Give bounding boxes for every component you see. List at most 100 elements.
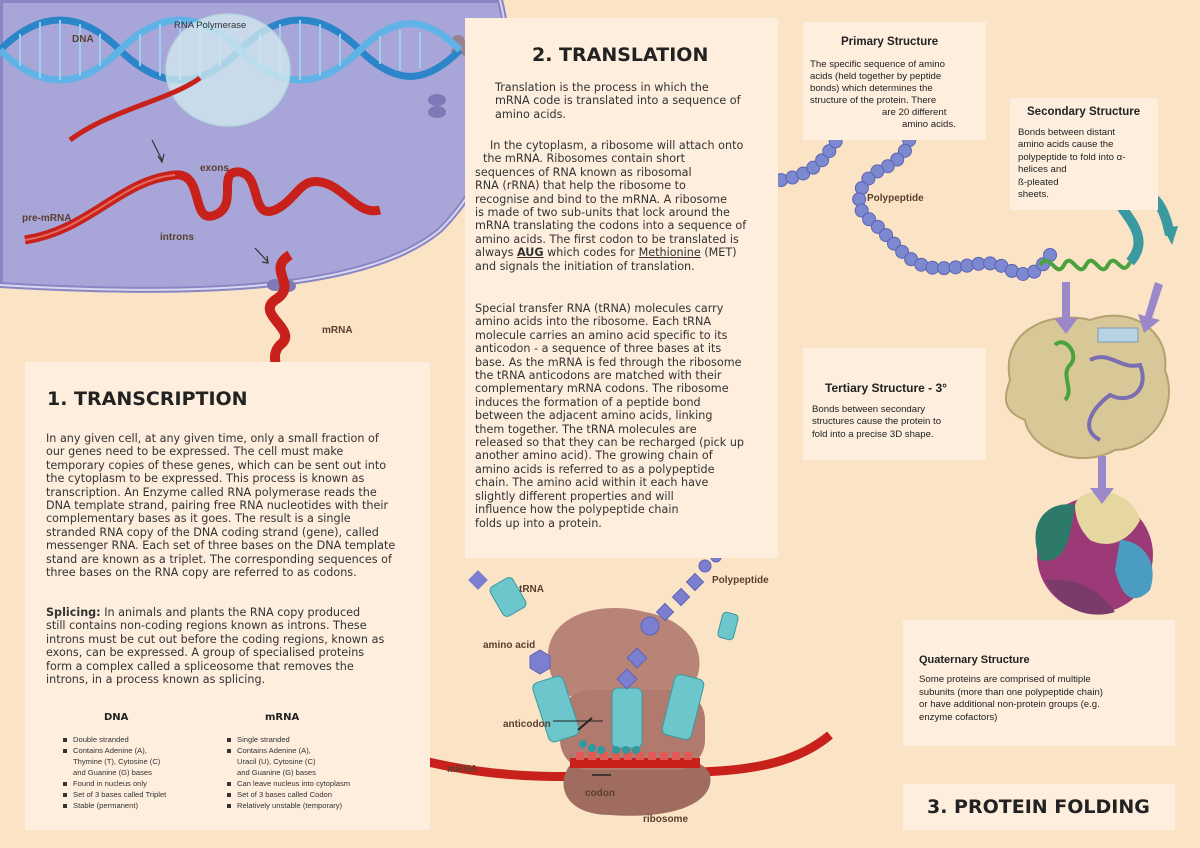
anticodon-label: anticodon xyxy=(503,719,551,730)
list-item: and Guanine (G) bases xyxy=(237,768,316,777)
trna-molecule xyxy=(532,674,705,749)
amino-acid-bead xyxy=(870,164,885,179)
text-line: polypeptide to fold into α- xyxy=(1018,151,1126,163)
arrow-icon xyxy=(254,247,269,263)
amino-acid-bead xyxy=(870,219,885,234)
transcription-title: 1. TRANSCRIPTION xyxy=(47,388,248,410)
text-line: slightly different properties and will xyxy=(475,489,674,503)
text-line: the mRNA. Ribosomes contain short xyxy=(483,152,686,166)
splicing-text: Splicing: In animals and plants the RNA … xyxy=(46,606,428,686)
text-line: is made of two sub-units that lock aroun… xyxy=(475,206,730,220)
translation-intro: Translation is the process in which the … xyxy=(495,81,775,121)
mrna-label-top: mRNA xyxy=(322,325,353,336)
text-line: between the adjacent amino acids, linkin… xyxy=(475,409,713,423)
nascent-mrna xyxy=(68,75,202,143)
amino-acid-bead xyxy=(815,153,830,168)
polypeptide-label-ribosome: Polypeptide xyxy=(712,575,769,586)
translation-ribosome-text: In the cytoplasm, a ribosome will attach… xyxy=(475,139,775,273)
text-line: stranded RNA copy of the DNA coding stra… xyxy=(46,525,379,539)
amino-acid-bead xyxy=(895,244,910,259)
text-line: amino acids into the ribosome. Each tRNA xyxy=(475,315,711,329)
dna-label: DNA xyxy=(72,34,94,45)
text-line: them together. The tRNA molecules are xyxy=(475,422,697,436)
text-line: the tRNA anticodons are matched with the… xyxy=(475,369,722,383)
tertiary-protein xyxy=(1004,314,1170,459)
amino-acid-bead xyxy=(1015,266,1030,281)
list-item: and Guanine (G) bases xyxy=(73,768,152,777)
amino-acid-bead xyxy=(887,236,902,251)
text-line: Translation is the process in which the xyxy=(495,81,709,94)
text-line: molecule carries an amino acid specific … xyxy=(475,328,728,342)
text-line: ß-pleated xyxy=(1018,176,1059,188)
introns-label: introns xyxy=(160,232,194,243)
amino-acid-bead xyxy=(861,171,876,186)
trna-label: tRNA xyxy=(519,584,544,595)
rna-polymerase-label: RNA Polymerase xyxy=(174,20,247,31)
text-line: influence how the polypeptide chain xyxy=(475,503,679,517)
primary-structure-text: The specific sequence of amino acids (he… xyxy=(810,59,985,131)
list-item: Double stranded xyxy=(61,734,221,745)
amino-acid-bead xyxy=(983,256,998,271)
protein-folding-title: 3. PROTEIN FOLDING xyxy=(927,796,1150,818)
text-line: base. As the mRNA is fed through the rib… xyxy=(475,355,742,369)
text-line: In animals and plants the RNA copy produ… xyxy=(100,606,361,619)
text-line: RNA (rRNA) that help the ribosome to xyxy=(475,179,686,193)
text-line: chain. The amino acid within it each hav… xyxy=(475,476,709,490)
text-line: and signals the initiation of translatio… xyxy=(475,259,695,273)
text-line: helices and xyxy=(1018,164,1067,176)
secondary-structure-title: Secondary Structure xyxy=(1027,106,1141,118)
text-line: amino acids. xyxy=(902,119,956,130)
folding-arrow-icon xyxy=(1054,282,1163,504)
dna-comparison-heading: DNA xyxy=(104,712,129,723)
text-line: The specific sequence of amino xyxy=(810,59,945,70)
amino-acid-bead xyxy=(971,256,986,271)
text-line: introns, in a process known as splicing. xyxy=(46,673,266,687)
quaternary-structure-title: Quaternary Structure xyxy=(919,654,1030,666)
amino-acid-bead xyxy=(890,152,905,167)
text-line: folds up into a protein. xyxy=(475,516,602,530)
text-line: still contains non-coding regions known … xyxy=(46,619,367,633)
text-line: anticodon - a sequence of three bases at… xyxy=(475,342,722,356)
mrna-comparison-heading: mRNA xyxy=(265,712,300,723)
ribosome xyxy=(547,608,711,816)
text-line: amino acids is referred to as a polypept… xyxy=(475,462,715,476)
text-line: enzyme cofactors) xyxy=(919,711,998,723)
text-line: recognise and bind to the mRNA. A riboso… xyxy=(475,192,727,206)
list-item: Found in nucleus only xyxy=(61,778,221,789)
ribosome-label: ribosome xyxy=(643,814,689,825)
text-line: DNA template strand, pairing free RNA nu… xyxy=(46,499,389,513)
protein-folding-panel: 3. PROTEIN FOLDING xyxy=(903,784,1175,830)
translation-panel: 2. TRANSLATION Translation is the proces… xyxy=(465,18,778,558)
text-line: In the cytoplasm, a ribosome will attach… xyxy=(490,139,744,152)
amino-acid-bead xyxy=(879,228,894,243)
list-item: Thymine (T), Cytosine (C) xyxy=(73,757,161,766)
text-line: acids (held together by peptide xyxy=(810,71,942,82)
text-line: form a complex called a spliceosome that… xyxy=(46,659,354,673)
dna-properties-list: Double stranded Contains Adenine (A), Th… xyxy=(61,734,221,811)
amino-acid-label: amino acid xyxy=(483,640,536,651)
polypeptide-label-chain: Polypeptide xyxy=(867,193,924,204)
methionine-term: Methionine xyxy=(638,246,701,260)
list-item: Contains Adenine (A), xyxy=(225,745,425,756)
amino-acid-bead xyxy=(960,258,975,273)
text-line: In any given cell, at any given time, on… xyxy=(46,432,379,445)
text-line: our genes need to be expressed. The cell… xyxy=(46,445,344,459)
secondary-structure-panel: Secondary Structure Bonds between distan… xyxy=(1010,98,1158,210)
text-line: or have additional non-protein groups (e… xyxy=(919,699,1100,711)
text-line: induces the formation of a peptide bond xyxy=(475,395,701,409)
translation-trna-text: Special transfer RNA (tRNA) molecules ca… xyxy=(475,302,775,530)
tertiary-structure-panel: Tertiary Structure - 3° Bonds between se… xyxy=(803,348,986,460)
transcription-panel: 1. TRANSCRIPTION In any given cell, at a… xyxy=(25,362,430,830)
list-item: Single stranded xyxy=(225,734,425,745)
mrna-properties-list: Single stranded Contains Adenine (A), Ur… xyxy=(225,734,425,811)
arrow-icon xyxy=(261,255,269,264)
text-line: bonds) which determines the xyxy=(810,83,933,94)
rna-polymerase xyxy=(165,13,291,127)
text-line: transcription. An Enzyme called RNA poly… xyxy=(46,485,377,499)
text-line: structure of the protein. There xyxy=(810,95,937,106)
text-line: subunits (more than one polypeptide chai… xyxy=(919,686,1103,698)
amino-acid-bead xyxy=(925,260,940,275)
text-line: released so that they can be recharged (… xyxy=(475,436,745,450)
text-line: complementary mRNA codons. The ribosome xyxy=(475,382,729,396)
